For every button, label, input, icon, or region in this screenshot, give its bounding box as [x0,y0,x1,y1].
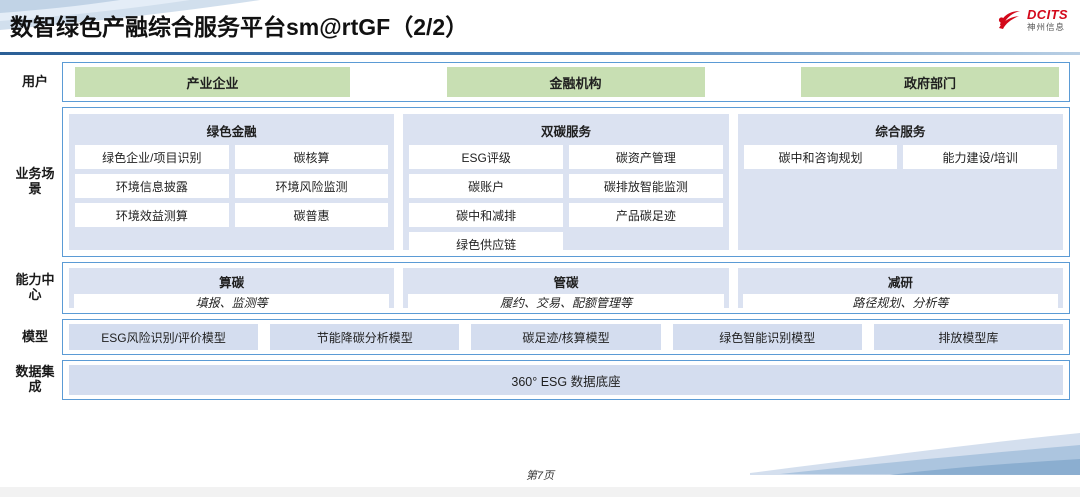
scenario-tile[interactable]: 环境风险监测 [234,174,389,198]
scenario-tile[interactable]: 环境信息披露 [75,174,229,198]
scenario-tile[interactable]: 碳资产管理 [568,145,723,169]
panel-title: 绿色金融 [206,125,257,139]
scenario-tile[interactable]: 产品碳足迹 [568,203,723,227]
scenario-tile[interactable]: 碳中和咨询规划 [743,145,898,169]
capability-panel-calculate-carbon: 算碳 填报、监测等 [69,268,395,311]
row-model: 模型 ESG风险识别/评价模型 节能降碳分析模型 碳足迹/核算模型 绿色智能识别… [8,319,1070,355]
scenario-tile[interactable]: 碳排放智能监测 [568,174,723,198]
capability-subtitle[interactable]: 填报、监测等 [74,294,390,311]
scenario-tile-spacer [569,232,723,256]
user-cell[interactable]: 金融机构 [446,67,705,97]
page-title: 数智绿色产融综合服务平台sm@rtGF（2/2） [10,14,469,40]
capability-title: 算碳 [219,276,245,290]
scenario-tile[interactable]: 环境效益测算 [75,203,229,227]
scenario-tile[interactable]: 碳核算 [234,145,389,169]
panel-tiles: 绿色企业/项目识别 碳核算 环境信息披露 环境风险监测 环境效益测算 碳普惠 [75,145,389,227]
model-cell[interactable]: 排放模型库 [873,324,1064,350]
row-label-business-scenario: 业务场景 [15,166,55,196]
capability-title: 减研 [887,276,913,290]
title-divider [0,52,1080,55]
row-label-data-integration: 数据集成 [15,364,55,394]
row-content-model: ESG风险识别/评价模型 节能降碳分析模型 碳足迹/核算模型 绿色智能识别模型 … [62,319,1070,355]
row-business-scenario: 业务场景 绿色金融 绿色企业/项目识别 碳核算 环境信息披露 环境风险监测 环境… [8,107,1070,257]
row-label-user: 用户 [21,73,48,89]
page-number: 第7页 [525,470,555,482]
scenario-tile[interactable]: 碳中和减排 [409,203,563,227]
user-cell[interactable]: 产业企业 [75,67,350,97]
scenario-tile[interactable]: 碳账户 [409,174,563,198]
scenario-tile[interactable]: 碳普惠 [234,203,389,227]
panel-dual-carbon-service: 双碳服务 ESG评级 碳资产管理 碳账户 碳排放智能监测 碳中和减排 产品碳足迹… [403,114,729,256]
capability-title: 管碳 [553,276,579,290]
brand-logo: DCITS 神州信息 [997,8,1068,32]
data-foundation-cell[interactable]: 360° ESG 数据底座 [69,365,1063,395]
capability-panel-manage-carbon: 管碳 履约、交易、配额管理等 [403,268,729,311]
panel-title: 综合服务 [875,125,926,139]
row-label-capability-center: 能力中心 [15,272,55,302]
row-content-data-integration: 360° ESG 数据底座 [62,360,1070,400]
logo-text-en: DCITS [1027,7,1068,22]
row-user: 用户 产业企业 金融机构 政府部门 [8,62,1070,102]
scenario-tile[interactable]: 能力建设/培训 [903,145,1057,169]
panel-comprehensive-service: 综合服务 碳中和咨询规划 能力建设/培训 [737,114,1063,250]
dcits-swirl-icon [997,9,1023,31]
capability-subtitle[interactable]: 履约、交易、配额管理等 [408,294,724,311]
row-label-model: 模型 [21,328,48,344]
model-cell[interactable]: 绿色智能识别模型 [672,324,862,350]
panel-tiles: 碳中和咨询规划 能力建设/培训 [743,145,1057,169]
capability-panel-reduce-research: 减研 路径规划、分析等 [737,268,1063,311]
panel-tiles: ESG评级 碳资产管理 碳账户 碳排放智能监测 碳中和减排 产品碳足迹 绿色供应… [409,145,723,256]
model-cell[interactable]: ESG风险识别/评价模型 [69,324,259,350]
slide-header: 数智绿色产融综合服务平台sm@rtGF（2/2） DCITS 神州信息 [0,0,1080,56]
architecture-diagram: 用户 产业企业 金融机构 政府部门 业务场景 绿色金融 绿色企业/项目识别 碳核… [8,62,1070,405]
row-data-integration: 数据集成 360° ESG 数据底座 [8,360,1070,400]
panel-green-finance: 绿色金融 绿色企业/项目识别 碳核算 环境信息披露 环境风险监测 环境效益测算 … [69,114,395,250]
capability-subtitle[interactable]: 路径规划、分析等 [742,294,1058,311]
row-content-business-scenario: 绿色金融 绿色企业/项目识别 碳核算 环境信息披露 环境风险监测 环境效益测算 … [62,107,1070,257]
logo-text-cn: 神州信息 [1027,22,1066,32]
row-content-user: 产业企业 金融机构 政府部门 [62,62,1070,102]
user-cell[interactable]: 政府部门 [801,67,1059,97]
scenario-tile[interactable]: 绿色供应链 [409,232,563,256]
scenario-tile[interactable]: 绿色企业/项目识别 [75,145,229,169]
model-cell[interactable]: 碳足迹/核算模型 [471,324,661,350]
model-cell[interactable]: 节能降碳分析模型 [270,324,460,350]
bottom-strip [0,487,1080,497]
row-content-capability-center: 算碳 填报、监测等 管碳 履约、交易、配额管理等 减研 路径规划、分析等 [62,262,1070,314]
row-capability-center: 能力中心 算碳 填报、监测等 管碳 履约、交易、配额管理等 减研 路径规划、分析… [8,262,1070,314]
panel-title: 双碳服务 [540,125,591,139]
scenario-tile[interactable]: ESG评级 [409,145,563,169]
